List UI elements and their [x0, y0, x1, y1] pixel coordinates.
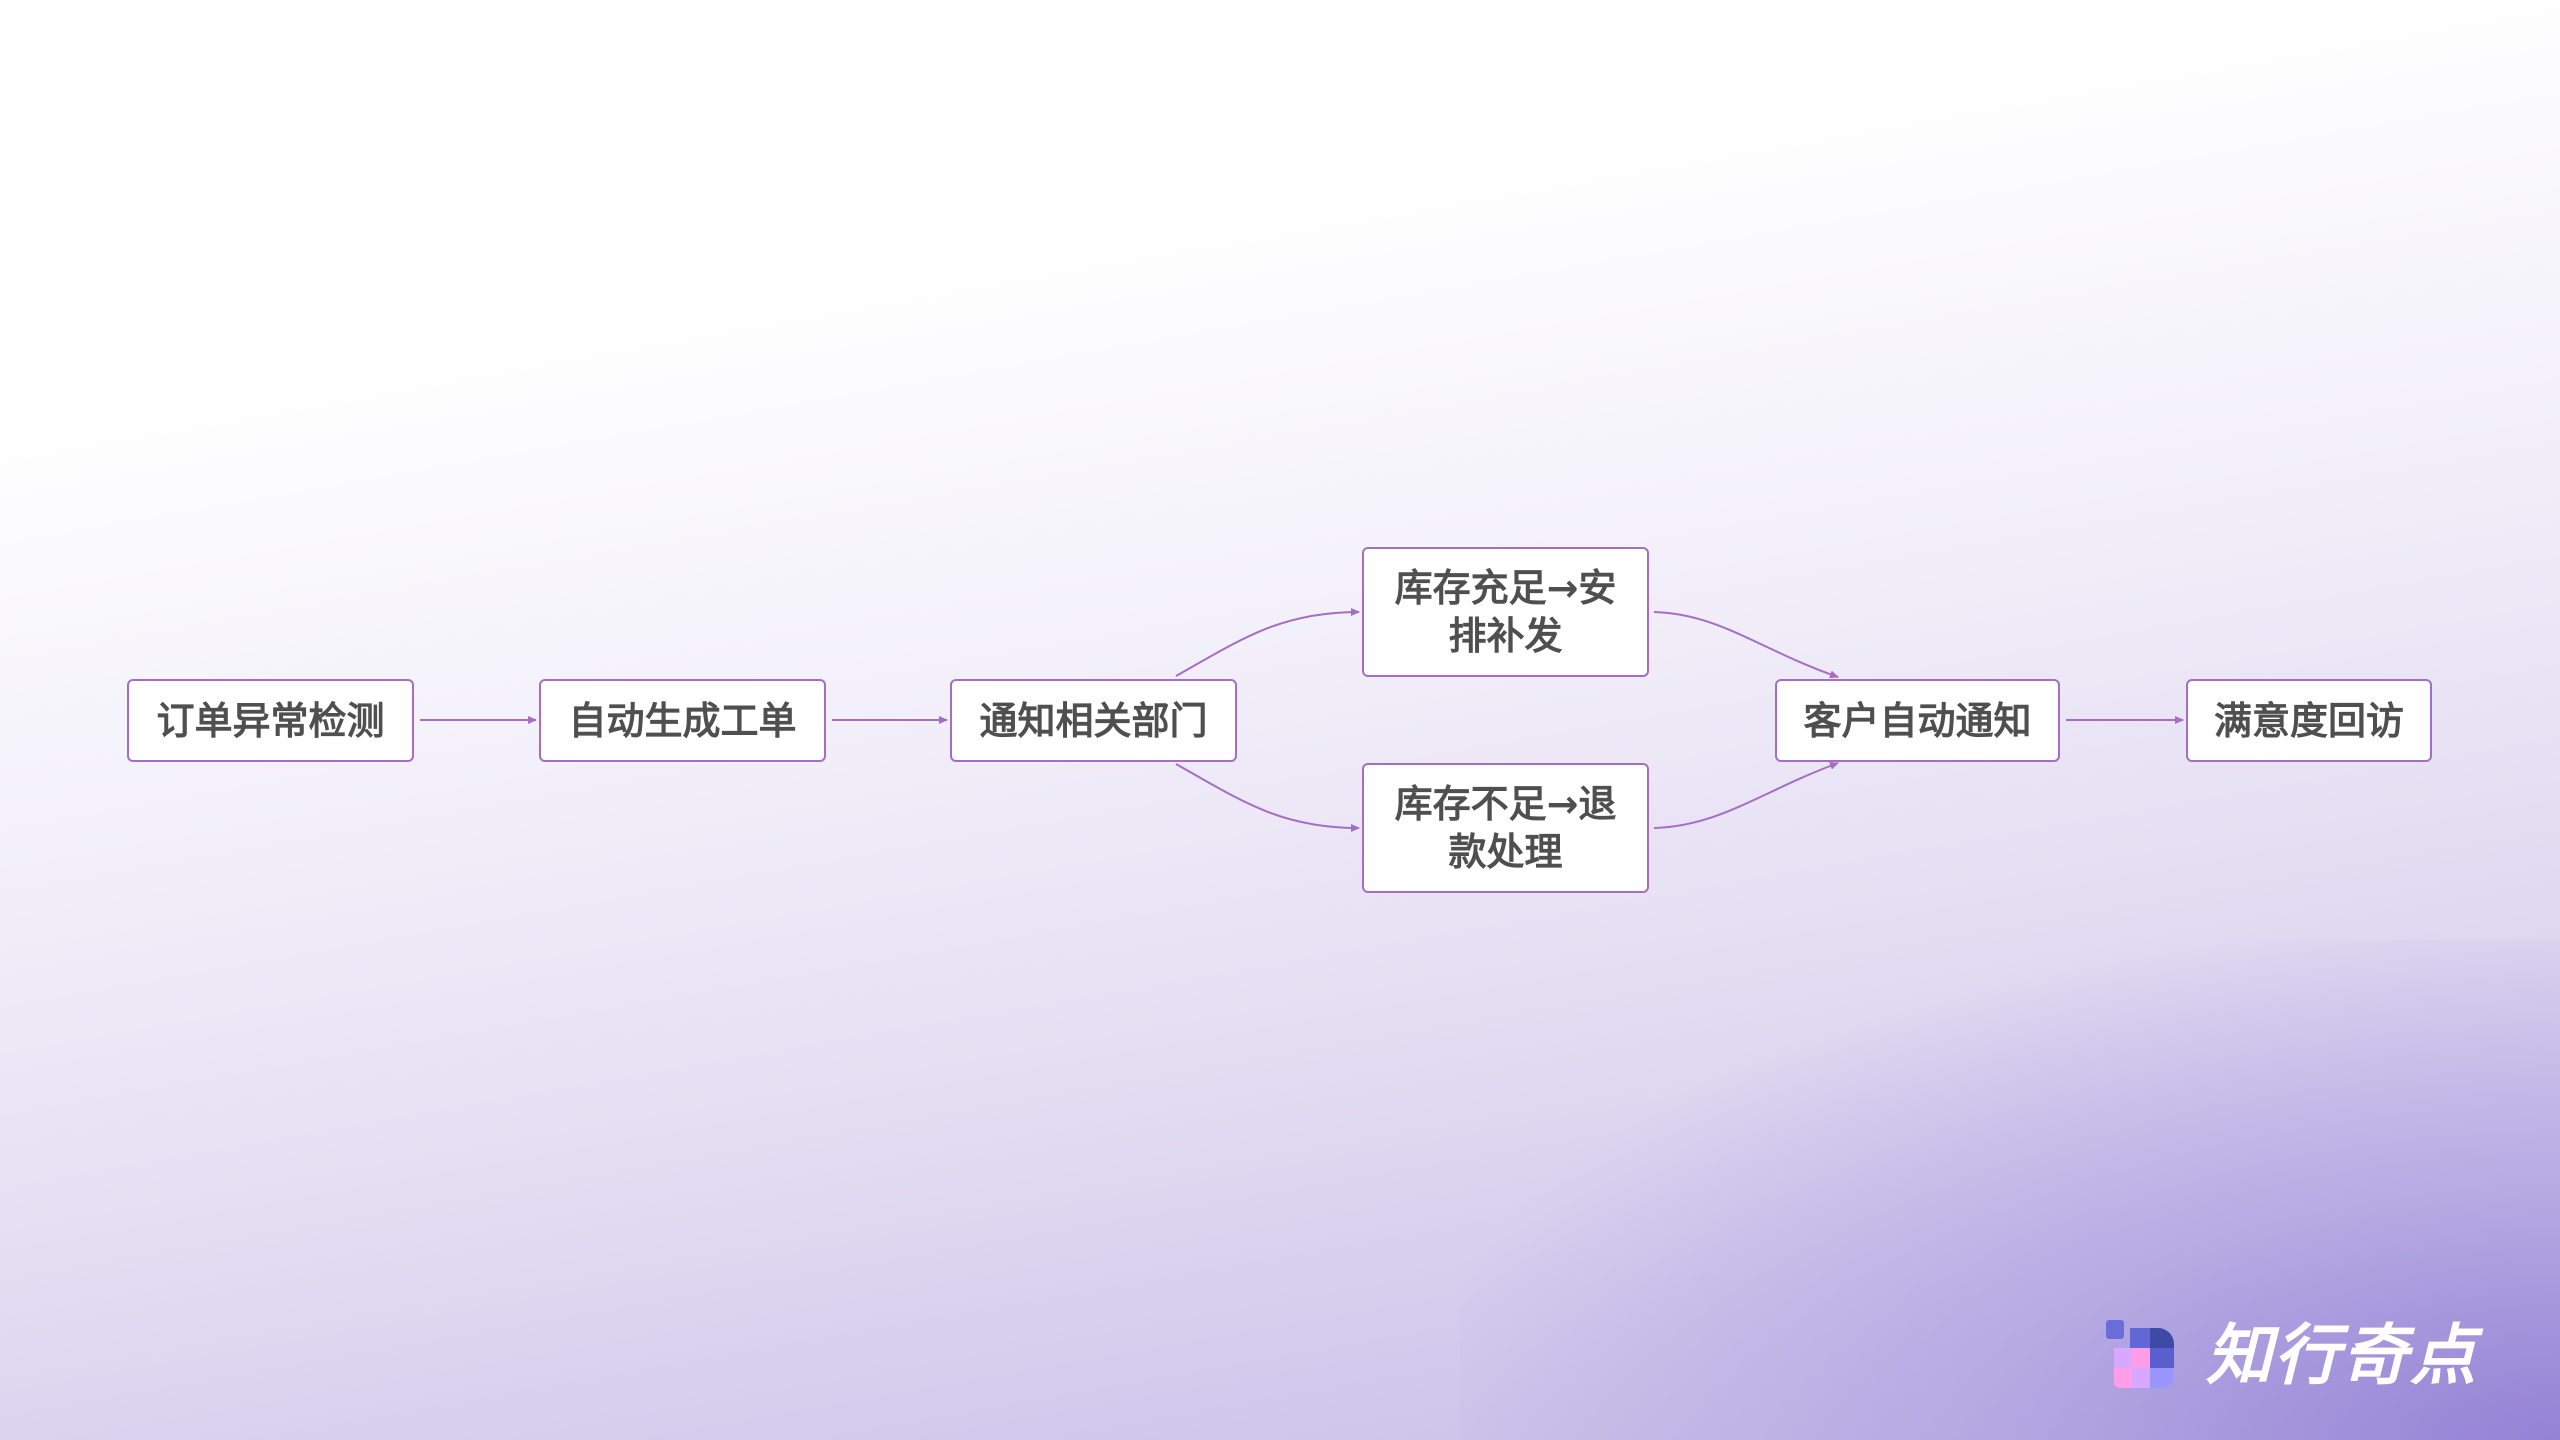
node-label: 库存充足→安排补发 — [1394, 566, 1617, 658]
node-order-anomaly-detection: 订单异常检测 — [127, 679, 414, 762]
node-label: 客户自动通知 — [1803, 698, 2032, 743]
node-notify-departments: 通知相关部门 — [950, 679, 1237, 762]
node-customer-auto-notify: 客户自动通知 — [1775, 679, 2060, 762]
node-stock-sufficient-reship: 库存充足→安排补发 — [1362, 547, 1649, 677]
node-label: 库存不足→退款处理 — [1394, 782, 1617, 874]
node-stock-insufficient-refund: 库存不足→退款处理 — [1362, 763, 1649, 893]
node-auto-create-ticket: 自动生成工单 — [539, 679, 826, 762]
edge-n3-n4a — [1175, 608, 1360, 677]
node-label: 自动生成工单 — [568, 698, 797, 743]
edge-n4a-n5 — [1653, 611, 1839, 679]
node-satisfaction-followup: 满意度回访 — [2186, 679, 2432, 762]
node-label: 订单异常检测 — [156, 698, 385, 743]
node-label: 通知相关部门 — [979, 698, 1208, 743]
edge-n3-n4b — [1175, 763, 1360, 832]
edge-n4b-n5 — [1653, 762, 1839, 829]
brand-logo: 知行奇点 — [2104, 1316, 2524, 1406]
pixel-d-logo-icon — [2106, 1320, 2174, 1388]
brand-name: 知行奇点 — [2206, 1317, 2478, 1394]
node-label: 满意度回访 — [2213, 698, 2404, 743]
